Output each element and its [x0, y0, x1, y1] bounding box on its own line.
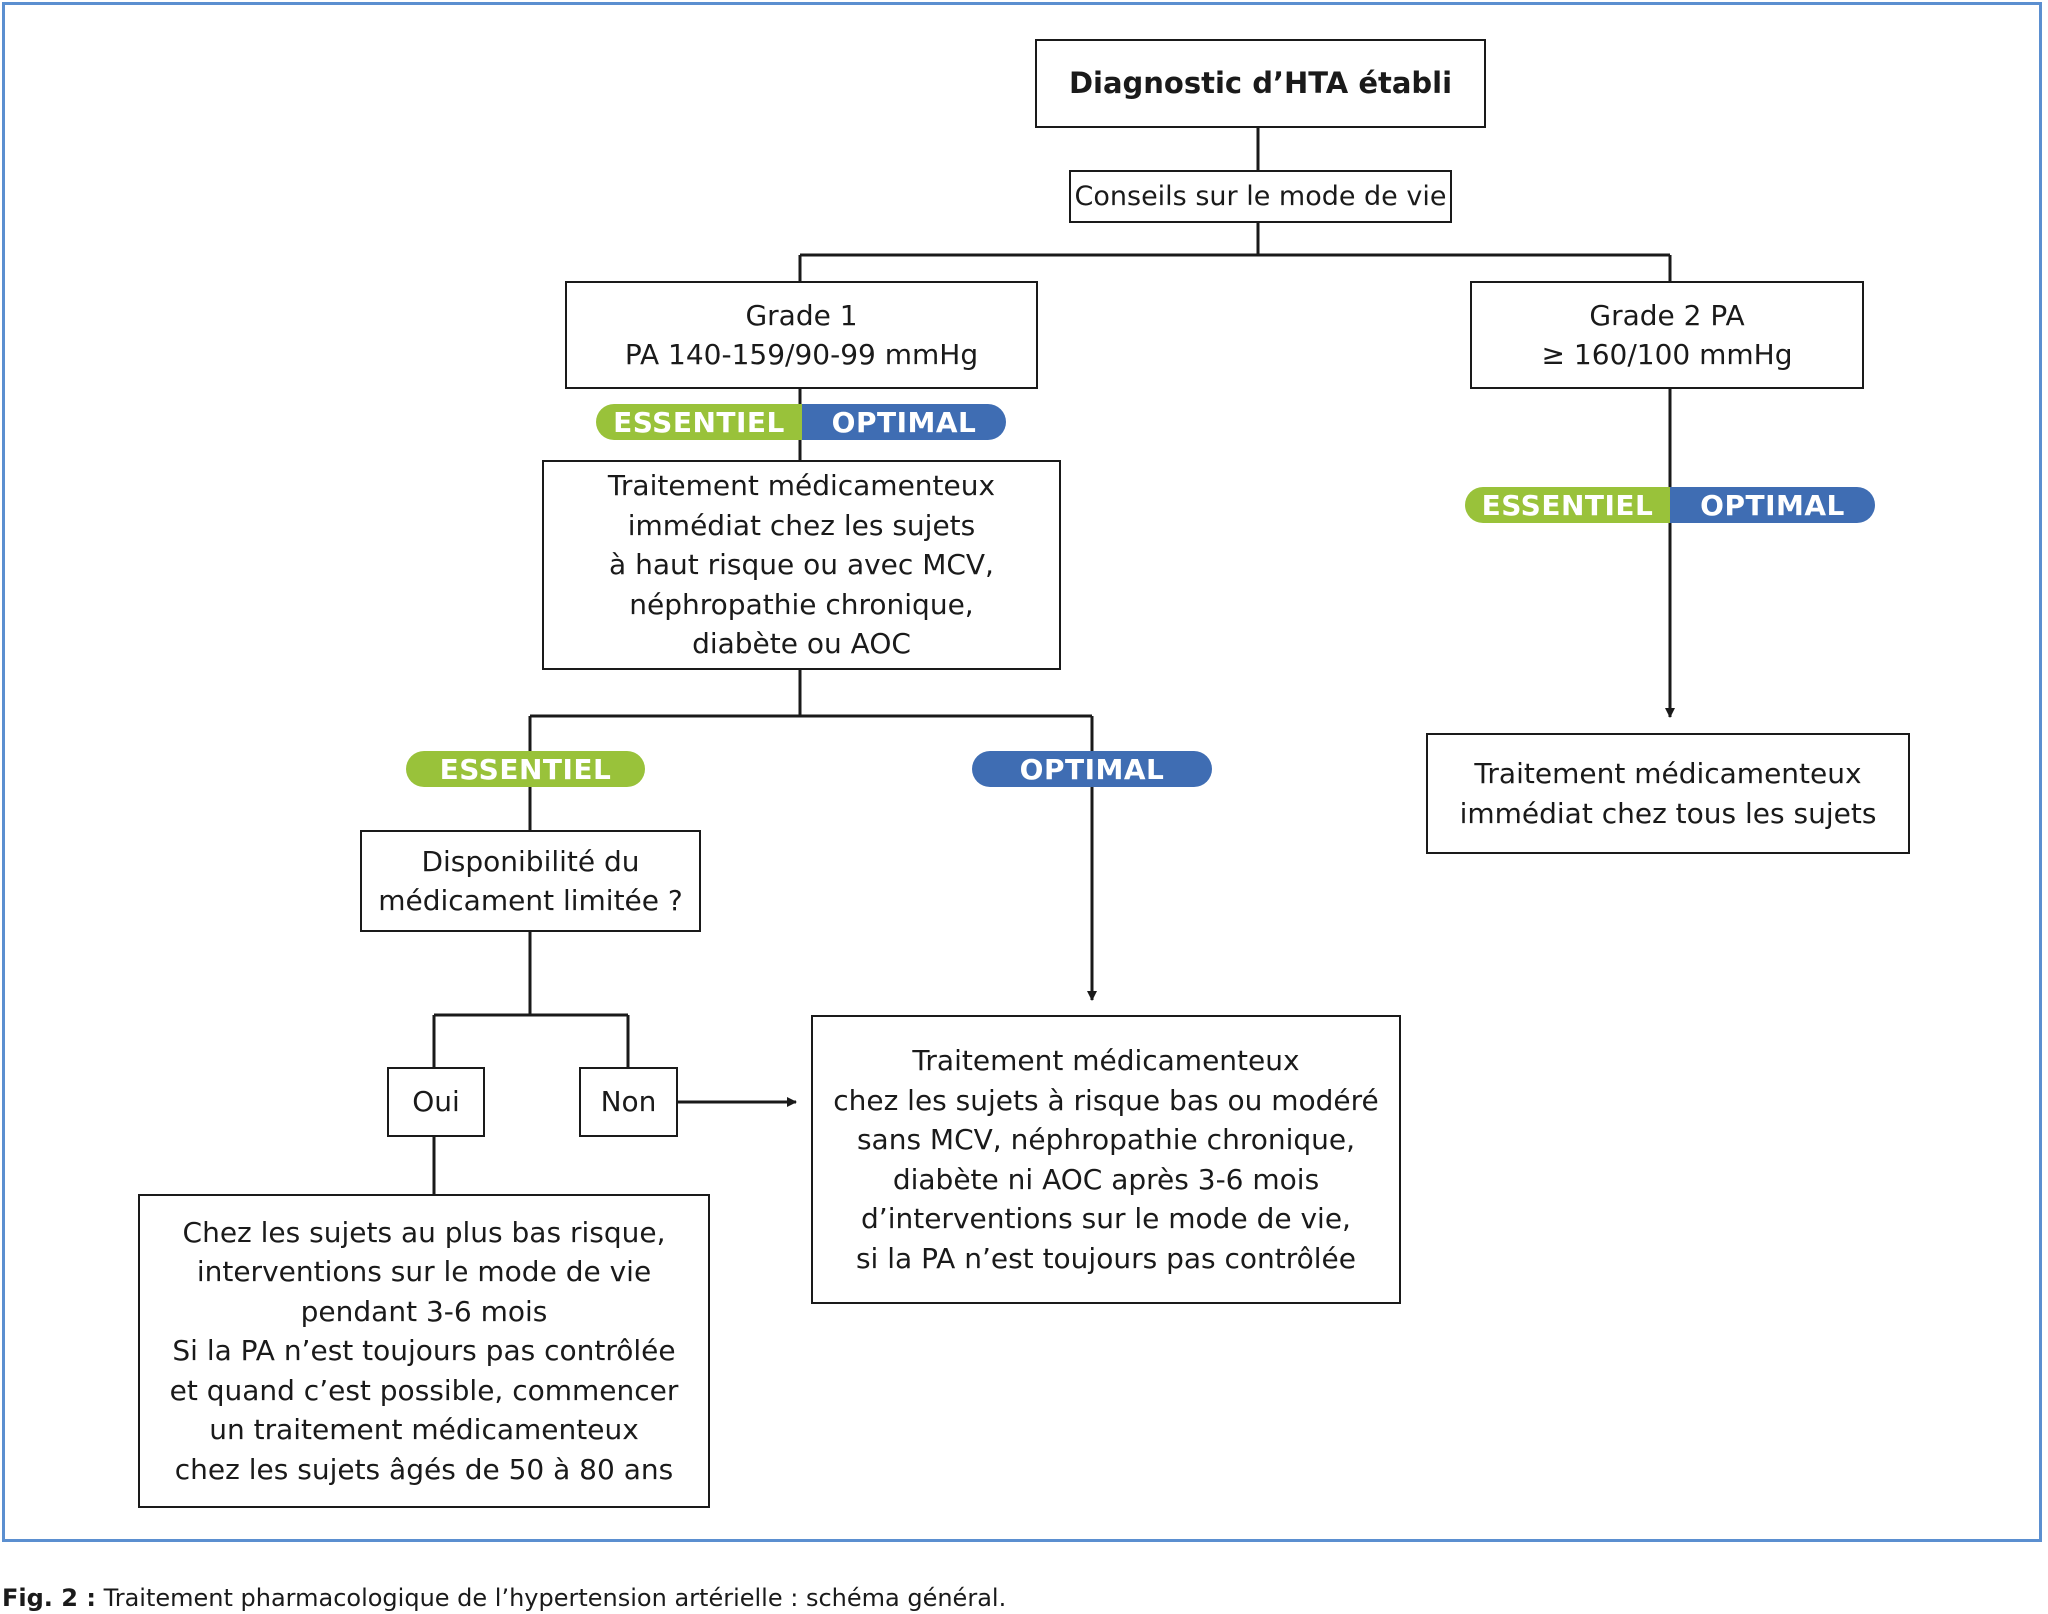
trt-tous-node: Traitement médicamenteux immédiat chez t…: [1426, 733, 1910, 854]
caption-text: Traitement pharmacologique de l’hyperten…: [95, 1584, 1007, 1612]
non-label: Non: [600, 1085, 657, 1119]
plus-bas-risque-line-4: Si la PA n’est toujours pas contrôlée: [172, 1334, 676, 1368]
disponibilite-line-2: médicament limitée ?: [378, 884, 683, 917]
trt-bas-risque-line-5: d’interventions sur le mode de vie,: [861, 1202, 1351, 1235]
essentiel-tag: ESSENTIEL: [406, 751, 645, 787]
optimal-tag: OPTIMAL: [802, 404, 1006, 440]
caption-prefix: Fig. 2 :: [2, 1584, 96, 1612]
oui-node: Oui: [387, 1067, 485, 1137]
figure-caption: Fig. 2 : Traitement pharmacologique de l…: [2, 1584, 1006, 1612]
grade1-line-2: PA 140-159/90-99 mmHg: [624, 338, 979, 371]
disponibilite-node: Disponibilité du médicament limitée ?: [360, 830, 701, 932]
conseils-label: Conseils sur le mode de vie: [1074, 180, 1447, 212]
grade1-node: Grade 1 PA 140-159/90-99 mmHg: [565, 281, 1038, 389]
trt-haut-risque-line-4: néphropathie chronique,: [629, 587, 974, 621]
grade1-line-1: Grade 1: [745, 298, 858, 332]
trt-bas-risque-line-2: chez les sujets à risque bas ou modéré: [833, 1083, 1379, 1117]
trt-haut-risque-node: Traitement médicamenteux immédiat chez l…: [542, 460, 1061, 670]
optimal-tag: OPTIMAL: [972, 751, 1212, 787]
trt-haut-risque-line-5: diabète ou AOC: [692, 627, 911, 661]
plus-bas-risque-line-7: chez les sujets âgés de 50 à 80 ans: [174, 1452, 674, 1486]
plus-bas-risque-line-2: interventions sur le mode de vie: [196, 1255, 652, 1289]
figure-frame: [2, 2, 2042, 1542]
plus-bas-risque-line-5: et quand c’est possible, commencer: [169, 1373, 679, 1407]
plus-bas-risque-line-6: un traitement médicamenteux: [209, 1413, 639, 1447]
trt-bas-risque-line-1: Traitement médicamenteux: [912, 1044, 1300, 1077]
trt-tous-line-1: Traitement médicamenteux: [1474, 757, 1862, 790]
plus-bas-risque-line-1: Chez les sujets au plus bas risque,: [182, 1215, 666, 1249]
grade2-line-2: ≥ 160/100 mmHg: [1541, 338, 1793, 371]
plus-bas-risque-line-3: pendant 3-6 mois: [300, 1294, 548, 1328]
disponibilite-line-1: Disponibilité du: [421, 844, 640, 878]
optimal-branch-pill: OPTIMAL: [972, 751, 1212, 787]
essentiel-tag: ESSENTIEL: [596, 404, 802, 440]
plus-bas-risque-node: Chez les sujets au plus bas risque, inte…: [138, 1194, 710, 1508]
non-node: Non: [579, 1067, 678, 1137]
trt-tous-line-2: immédiat chez tous les sujets: [1459, 796, 1877, 830]
trt-bas-risque-line-6: si la PA n’est toujours pas contrôlée: [855, 1241, 1357, 1275]
oui-label: Oui: [412, 1085, 460, 1119]
grade2-essentiel-optimal-pill: ESSENTIEL OPTIMAL: [1465, 487, 1875, 523]
grade2-line-1: Grade 2 PA: [1589, 298, 1745, 332]
trt-haut-risque-line-2: immédiat chez les sujets: [627, 508, 976, 542]
grade1-essentiel-optimal-pill: ESSENTIEL OPTIMAL: [596, 404, 1006, 440]
trt-haut-risque-line-3: à haut risque ou avec MCV,: [609, 548, 994, 582]
conseils-node: Conseils sur le mode de vie: [1069, 170, 1452, 223]
trt-bas-risque-line-4: diabète ni AOC après 3-6 mois: [892, 1162, 1320, 1196]
trt-bas-risque-line-3: sans MCV, néphropathie chronique,: [856, 1123, 1356, 1156]
essentiel-branch-pill: ESSENTIEL: [406, 751, 645, 787]
essentiel-tag: ESSENTIEL: [1465, 487, 1670, 523]
trt-bas-risque-node: Traitement médicamenteux chez les sujets…: [811, 1015, 1401, 1304]
optimal-tag: OPTIMAL: [1670, 487, 1875, 523]
trt-haut-risque-line-1: Traitement médicamenteux: [607, 469, 996, 503]
root-label: Diagnostic d’HTA établi: [1068, 65, 1453, 100]
grade2-node: Grade 2 PA ≥ 160/100 mmHg: [1470, 281, 1864, 389]
root-node: Diagnostic d’HTA établi: [1035, 39, 1486, 128]
